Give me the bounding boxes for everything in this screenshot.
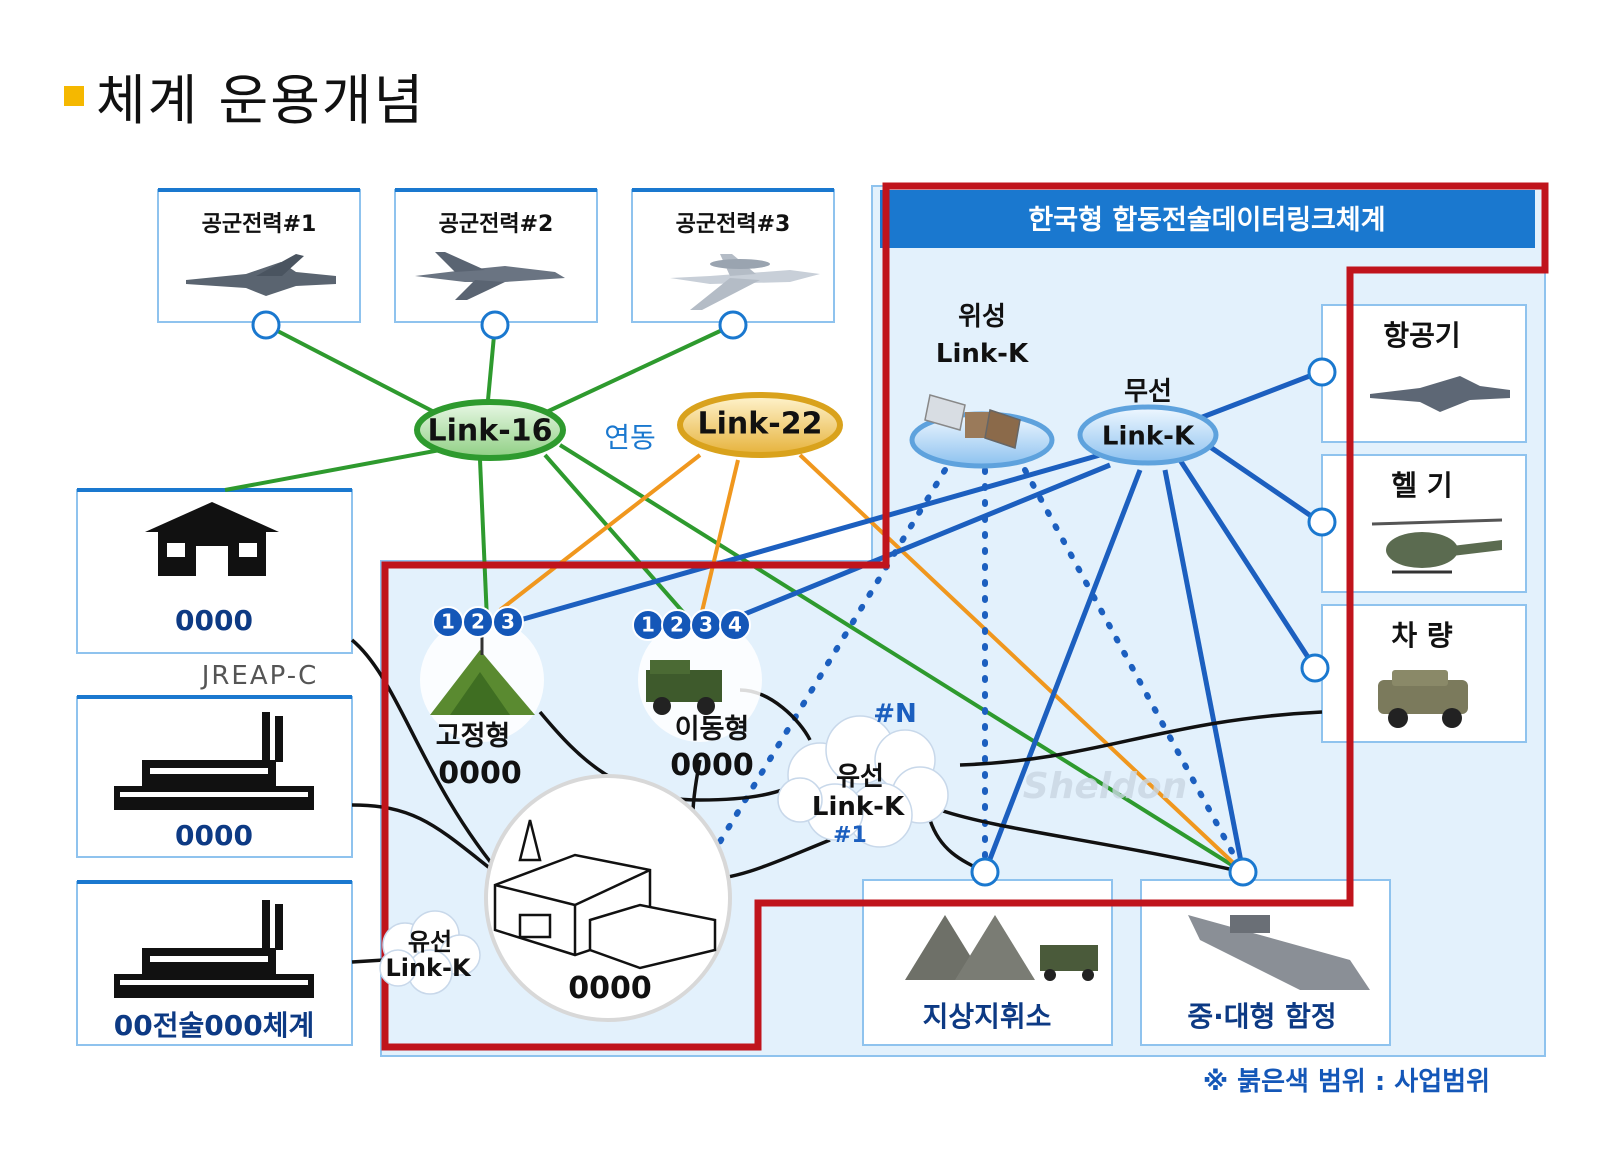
mobile-site-label-2: 0000 [670, 748, 754, 783]
badge-1: 1 [441, 610, 455, 634]
right-node-label-3: 차 량 [1391, 619, 1453, 652]
left-node-3: 00전술000체계 [76, 880, 353, 1046]
linkk-satellite-connections [715, 467, 1246, 875]
air-force-label-1: 공군전력#1 [202, 212, 317, 237]
node-vehicle [1300, 653, 1330, 683]
mobile-site: 1 2 3 4 이동형 0000 [632, 609, 762, 783]
bottom-node-2: 중·대형 함정 [1140, 879, 1391, 1046]
watermark: Sheldon [1023, 766, 1187, 807]
jreap-label: JREAP-C [200, 661, 319, 691]
factory-icon [114, 900, 314, 998]
mobile-site-label-1: 이동형 [675, 714, 750, 745]
bottom-node-label-1: 지상지휘소 [923, 1000, 1052, 1033]
linkk-radio-connections [519, 369, 1322, 873]
badge-3: 3 [699, 613, 713, 637]
factory-icon [114, 712, 314, 810]
node-ground-cmd [970, 857, 1000, 887]
badge-1: 1 [641, 613, 655, 637]
fighter-jet-icon [186, 254, 336, 296]
node-helicopter [1307, 507, 1337, 537]
badge-2: 2 [670, 613, 684, 637]
node-air-1 [251, 310, 281, 340]
fixed-site: 1 2 3 고정형 0000 [420, 606, 544, 791]
fixed-site-label-1: 고정형 [436, 721, 511, 752]
helicopter-icon [1371, 518, 1503, 574]
kjtds-header: 한국형 합동전술데이터링크체계 [1028, 205, 1385, 236]
center-node-label: 0000 [568, 971, 652, 1006]
scope-note: ※ 붉은색 범위 : 사업범위 [1203, 1067, 1490, 1097]
right-node-2: 헬 기 [1321, 454, 1527, 593]
badge-4: 4 [728, 613, 742, 637]
yeondong-label: 연동 [604, 421, 656, 454]
wired-cloud-main: 유선 Link-K #N #1 [777, 699, 949, 848]
wired2-label-top: 유선 [408, 928, 452, 956]
wired-cloud-left: 유선 Link-K [379, 910, 481, 995]
radio-label-bottom: Link-K [1102, 422, 1195, 452]
satellite-label-bottom: Link-K [936, 339, 1029, 369]
awacs-aircraft-icon [670, 254, 820, 310]
wired-label-1: #1 [833, 823, 867, 848]
kjtds-header-bar [880, 190, 1535, 248]
project-scope-outline [381, 182, 1549, 1051]
air-force-label-2: 공군전력#2 [439, 212, 554, 237]
left-node-label-2: 0000 [175, 819, 253, 852]
right-node-label-1: 항공기 [1383, 319, 1460, 352]
page-title: 체계 운용개념 [96, 69, 426, 132]
center-node: 0000 [484, 774, 732, 1022]
satellite-ring [909, 394, 1055, 469]
radio-label-top: 무선 [1124, 377, 1172, 407]
air-force-box-1: 공군전력#1 [157, 188, 361, 323]
link22-connections [498, 453, 1245, 874]
node-air-3 [718, 310, 748, 340]
bottom-node-1: 지상지휘소 [862, 879, 1113, 1046]
vehicle-icon [1378, 670, 1468, 728]
wired-label-bottom: Link-K [812, 792, 905, 822]
headquarters-building-icon [493, 819, 717, 970]
link16-ring: Link-16 [414, 399, 566, 461]
badge-3: 3 [501, 610, 515, 634]
badge-2: 2 [471, 610, 485, 634]
satellite-icon [924, 394, 1021, 449]
fixed-site-badges: 1 2 3 [432, 606, 524, 638]
air-force-label-3: 공군전력#3 [676, 212, 791, 237]
left-node-2: 0000 [76, 695, 353, 858]
fixed-site-label-2: 0000 [438, 756, 522, 791]
satellite-label-top: 위성 [958, 302, 1006, 332]
link16-connections [224, 323, 1245, 874]
node-aircraft [1307, 357, 1337, 387]
right-node-3: 차 량 [1321, 604, 1527, 743]
air-force-box-3: 공군전력#3 [631, 188, 835, 323]
link22-label: Link-22 [698, 407, 823, 442]
left-node-1: 0000 [76, 488, 353, 654]
right-node-label-2: 헬 기 [1391, 469, 1452, 502]
left-node-label-1: 0000 [175, 604, 253, 637]
fighter-jet-icon [1370, 376, 1510, 412]
mobile-truck-icon [646, 660, 722, 715]
wired2-label-bottom: Link-K [385, 954, 472, 982]
node-air-2 [480, 310, 510, 340]
warship-icon [1188, 915, 1370, 990]
title-bullet [64, 86, 84, 106]
left-node-label-3: 00전술000체계 [114, 1009, 314, 1042]
fighter-jet-icon [415, 252, 565, 300]
link22-ring: Link-22 [677, 392, 843, 458]
link16-label: Link-16 [428, 414, 553, 449]
tent-icon [905, 915, 1098, 981]
radio-ring: Link-K [1077, 404, 1219, 466]
right-node-1: 항공기 [1321, 304, 1527, 443]
air-force-box-2: 공군전력#2 [394, 188, 598, 323]
building-icon [145, 502, 279, 576]
bottom-node-label-2: 중·대형 함정 [1187, 1000, 1336, 1033]
node-warship [1228, 857, 1258, 887]
mobile-site-badges: 1 2 3 4 [632, 609, 751, 641]
connection-nodes [251, 310, 1337, 887]
wired-label-top: 유선 [836, 762, 884, 792]
wired-label-n: #N [873, 699, 917, 729]
